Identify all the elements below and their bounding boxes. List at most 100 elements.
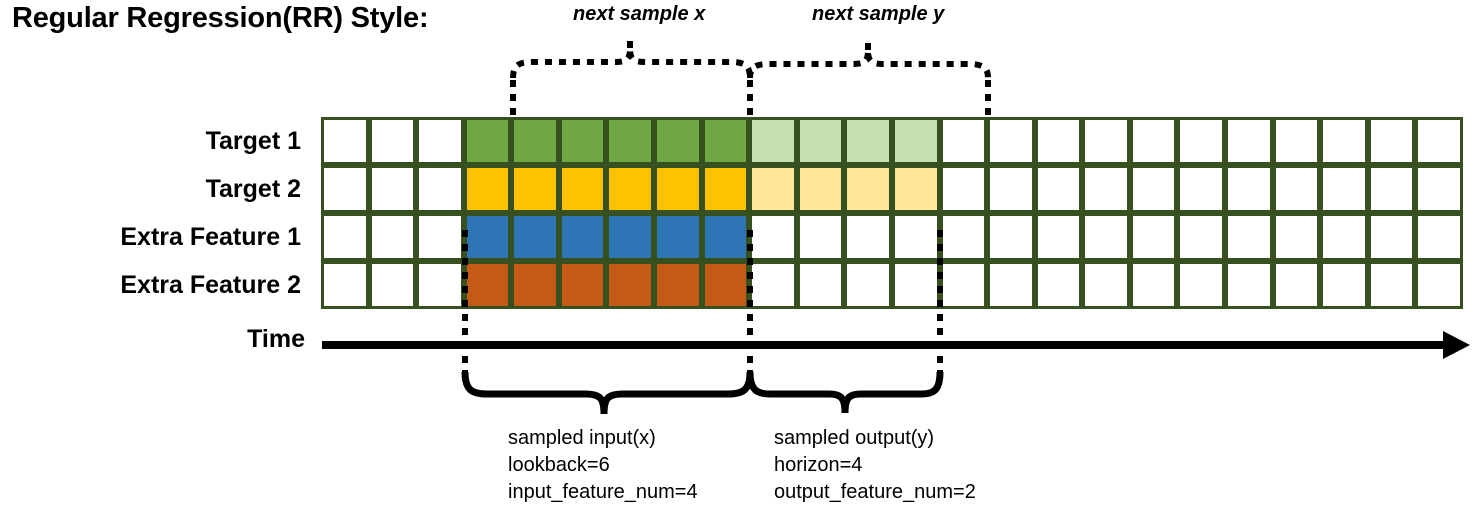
grid-cell-r2-c13-output — [891, 165, 940, 213]
grid-cell-r2-c17-blank — [1082, 165, 1130, 213]
grid-cell-r2-c24-blank — [1415, 165, 1463, 213]
grid-cell-r1-c5-input — [511, 117, 559, 165]
grid-cell-r1-c21-blank — [1272, 117, 1321, 165]
grid-cell-r3-c9-input — [701, 213, 750, 261]
grid-cell-r2-c11-output — [796, 165, 845, 213]
grid-cell-r4-c6-input — [558, 261, 607, 309]
grid-cell-r4-c24-blank — [1415, 261, 1463, 309]
grid-cell-r2-c21-blank — [1272, 165, 1321, 213]
grid-cell-r3-c15-blank — [987, 213, 1035, 261]
brace-next-sample-x — [510, 47, 753, 79]
grid-cell-r3-c18-blank — [1129, 213, 1178, 261]
row-label-text: Extra Feature 1 — [120, 222, 301, 251]
grid-cell-r1-c1-blank — [321, 117, 369, 165]
grid-cell-r3-c6-input — [558, 213, 607, 261]
grid-cell-r1-c11-output — [796, 117, 845, 165]
brace-next-sample-y — [747, 49, 991, 79]
grid-cell-r2-c14-blank — [939, 165, 988, 213]
grid-cell-r1-c18-blank — [1129, 117, 1178, 165]
grid-cell-r2-c4-input — [463, 165, 512, 213]
row-label-target-2: Target 2 — [0, 165, 311, 213]
next-sample-y-label: next sample y — [812, 3, 945, 25]
grid-cell-r1-c22-blank — [1320, 117, 1368, 165]
sampled-input-line-1: sampled input(x) — [508, 427, 656, 449]
grid-cell-r2-c2-blank — [368, 165, 417, 213]
grid-cell-r1-c2-blank — [368, 117, 417, 165]
grid-cell-r2-c8-input — [654, 165, 702, 213]
grid-cell-r4-c3-blank — [416, 261, 464, 309]
grid-cell-r3-c11-blank — [796, 213, 845, 261]
row-label-extra-feature-2: Extra Feature 2 — [0, 261, 311, 309]
grid-cell-r4-c5-input — [511, 261, 559, 309]
grid-cell-r3-c23-blank — [1367, 213, 1416, 261]
grid-cell-r1-c8-input — [654, 117, 702, 165]
grid-cell-r4-c15-blank — [987, 261, 1035, 309]
grid-cell-r3-c12-blank — [844, 213, 892, 261]
grid-cell-r4-c14-blank — [939, 261, 988, 309]
grid-cell-r2-c22-blank — [1320, 165, 1368, 213]
grid-cell-r1-c13-output — [891, 117, 940, 165]
grid-cell-r2-c7-input — [606, 165, 655, 213]
grid-cell-r2-c5-input — [511, 165, 559, 213]
grid-cell-r2-c3-blank — [416, 165, 464, 213]
grid-cell-r3-c4-input — [463, 213, 512, 261]
grid-cell-r2-c23-blank — [1367, 165, 1416, 213]
sampled-output-annotation: sampled output(y) horizon=4 output_featu… — [774, 425, 976, 507]
sampled-input-annotation: sampled input(x) lookback=6 input_featur… — [508, 425, 698, 507]
grid-cell-r4-c17-blank — [1082, 261, 1130, 309]
grid-cell-r2-c6-input — [558, 165, 607, 213]
next-sample-x-label: next sample x — [573, 3, 706, 25]
grid-cell-r2-c16-blank — [1034, 165, 1083, 213]
row-label-extra-feature-1: Extra Feature 1 — [0, 213, 311, 261]
row-label-target-1: Target 1 — [0, 117, 311, 165]
sampled-input-line-2: lookback=6 — [508, 454, 610, 477]
grid-cell-r3-c22-blank — [1320, 213, 1368, 261]
grid-cell-r2-c19-blank — [1177, 165, 1226, 213]
grid-cell-r4-c11-blank — [796, 261, 845, 309]
grid-cell-r3-c8-input — [654, 213, 702, 261]
grid-cell-r2-c9-input — [701, 165, 750, 213]
sampled-output-line-1: sampled output(y) — [774, 427, 935, 449]
grid-cell-r1-c20-blank — [1225, 117, 1273, 165]
grid-cell-r1-c6-input — [558, 117, 607, 165]
grid-cell-r4-c13-blank — [891, 261, 940, 309]
dotted-guides-top — [510, 80, 991, 117]
page-title: Regular Regression(RR) Style: — [12, 2, 429, 34]
grid-cell-r2-c18-blank — [1129, 165, 1178, 213]
grid-cell-r1-c14-blank — [939, 117, 988, 165]
grid-cell-r4-c18-blank — [1129, 261, 1178, 309]
row-label-text: Target 2 — [205, 174, 301, 203]
grid-cell-r4-c7-input — [606, 261, 655, 309]
sampled-input-line-3: input_feature_num=4 — [508, 481, 698, 504]
grid-cell-r2-c12-output — [844, 165, 892, 213]
grid-cell-r3-c1-blank — [321, 213, 369, 261]
grid-cell-r3-c3-blank — [416, 213, 464, 261]
grid-cell-r3-c13-blank — [891, 213, 940, 261]
grid-cell-r1-c19-blank — [1177, 117, 1226, 165]
grid-cell-r3-c5-input — [511, 213, 559, 261]
grid-cell-r4-c21-blank — [1272, 261, 1321, 309]
grid-cell-r4-c10-blank — [749, 261, 797, 309]
row-label-column: Target 1 Target 2 Extra Feature 1 Extra … — [0, 117, 311, 309]
grid-cell-r4-c20-blank — [1225, 261, 1273, 309]
grid-cell-r3-c24-blank — [1415, 213, 1463, 261]
grid-cell-r3-c14-blank — [939, 213, 988, 261]
time-axis-label: Time — [247, 325, 305, 353]
grid-cell-r2-c10-output — [749, 165, 797, 213]
time-axis-arrow — [322, 331, 1470, 359]
brace-sampled-input — [461, 371, 754, 415]
grid-cell-r4-c19-blank — [1177, 261, 1226, 309]
grid-cell-r4-c4-input — [463, 261, 512, 309]
brace-sampled-output — [746, 371, 944, 414]
grid-cell-r1-c10-output — [749, 117, 797, 165]
grid-cell-r4-c9-input — [701, 261, 750, 309]
grid-cell-r1-c17-blank — [1082, 117, 1130, 165]
grid-cell-r1-c3-blank — [416, 117, 464, 165]
grid-cell-r1-c7-input — [606, 117, 655, 165]
sampled-output-line-2: horizon=4 — [774, 454, 863, 477]
grid-cell-r1-c12-output — [844, 117, 892, 165]
grid-cell-r4-c23-blank — [1367, 261, 1416, 309]
grid-cell-r3-c19-blank — [1177, 213, 1226, 261]
grid-cell-r1-c23-blank — [1367, 117, 1416, 165]
